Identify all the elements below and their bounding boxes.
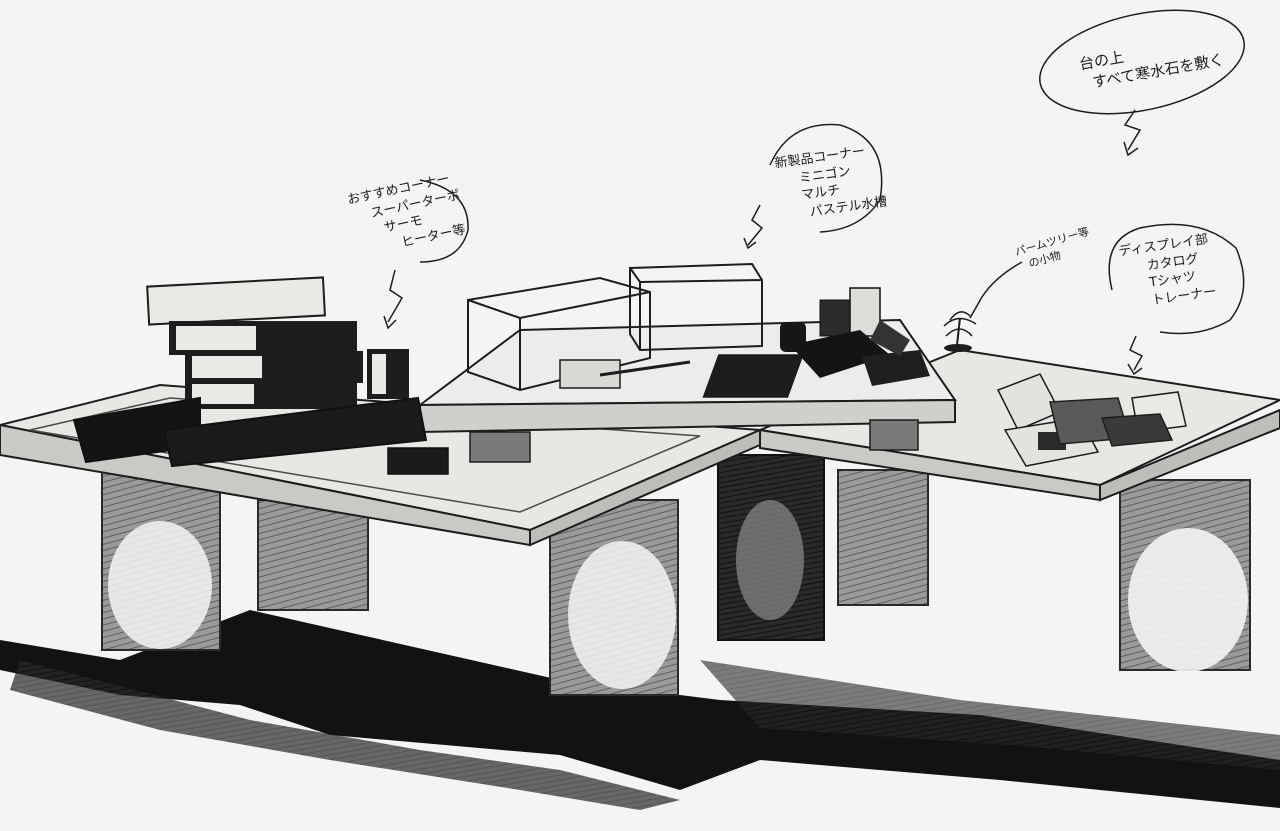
- aquariums: [467, 262, 804, 398]
- stone-note-bubble: [1039, 9, 1245, 115]
- new-products-note: 新製品コーナー ミニゴン マルチ パステル水槽: [774, 141, 889, 225]
- stone-note-arrow: [1123, 109, 1142, 157]
- display-note: ディスプレイ部 カタログ Tシャツ トレーナー: [1118, 231, 1218, 313]
- stacked-boxes: [72, 276, 449, 475]
- display-note-arrow: [1127, 335, 1144, 376]
- aquarium-small: [629, 262, 763, 352]
- display-note-bubble: [1108, 223, 1245, 335]
- pillars: [101, 454, 1251, 696]
- palm-note-arrow: [969, 261, 1023, 319]
- aquarium-large: [467, 276, 651, 392]
- catalog-items: [996, 373, 1187, 467]
- floor-shadow: [0, 610, 1280, 810]
- recommend-bubble: [419, 179, 469, 263]
- new-products-bubble: [769, 123, 883, 233]
- new-products-arrow: [743, 204, 764, 250]
- dark-products: [780, 287, 930, 386]
- annotation-bubbles: [383, 9, 1245, 376]
- palm-tree-sketch: [943, 311, 977, 352]
- recommend-arrow: [383, 269, 404, 330]
- pillar-back-left: [257, 499, 369, 611]
- pillar-center-right: [837, 469, 929, 606]
- product-box-center: [702, 354, 804, 398]
